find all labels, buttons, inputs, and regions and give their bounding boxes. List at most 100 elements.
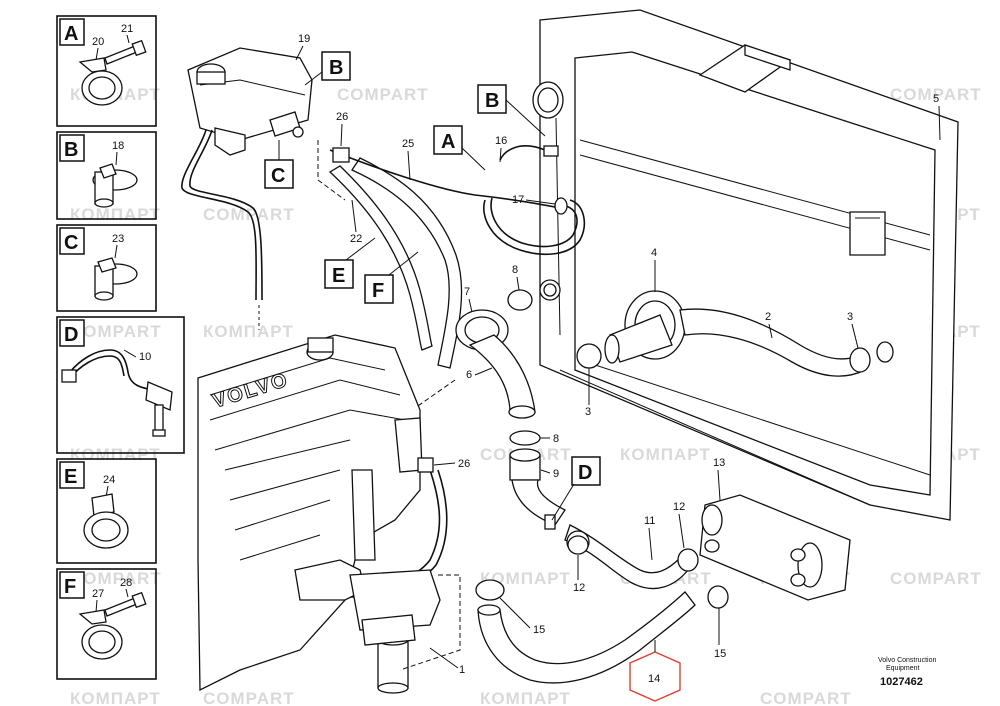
part-number: 26 <box>336 111 348 123</box>
callout-e: E <box>324 237 376 289</box>
part-number: 5 <box>933 93 939 105</box>
part-number: 12 <box>573 582 585 594</box>
svg-text:F: F <box>372 280 384 302</box>
hose-22 <box>328 165 433 351</box>
svg-text:B: B <box>485 90 499 112</box>
part-number: 10 <box>139 351 151 363</box>
part-number: 22 <box>350 233 362 245</box>
svg-text:B: B <box>329 57 343 79</box>
part-number: 2 <box>765 311 771 323</box>
part-number: 15 <box>533 624 545 636</box>
clamp-12-left <box>567 535 589 555</box>
watermark-text: КОМПАРТ <box>70 205 161 224</box>
part-number: 28 <box>120 577 132 589</box>
callout-c: C <box>264 140 294 189</box>
clamp-3-right <box>849 347 871 373</box>
part-number: 12 <box>673 501 685 513</box>
brand-line2: Equipment <box>886 665 920 672</box>
watermark-text: COMPART <box>760 689 852 706</box>
svg-text:D: D <box>578 462 592 484</box>
watermark-text: КОМПАРТ <box>480 569 571 588</box>
watermark-text: COMPART <box>203 205 295 224</box>
svg-text:E: E <box>332 265 345 287</box>
watermark-text: КОМПАРТ <box>70 445 161 464</box>
footer: Volvo Construction Equipment 1027462 <box>878 657 936 688</box>
hose-6 <box>455 309 536 419</box>
clamp-15-left <box>475 579 505 601</box>
part-number: 15 <box>714 648 726 660</box>
callout-14-hex <box>629 651 681 702</box>
part-number: 24 <box>103 474 115 486</box>
part-labels: 19 26 25 16 17 22 5 4 2 3 3 8 7 6 8 9 26 <box>295 33 941 685</box>
radiator <box>532 9 959 521</box>
inset-d: D 10 <box>56 316 185 454</box>
watermark-text: КОМПАРТ <box>70 689 161 706</box>
watermark-text: КОМПАРТ <box>203 322 294 341</box>
clip-26-lower <box>417 457 434 473</box>
hose-14 <box>477 591 696 684</box>
svg-text:A: A <box>441 131 455 153</box>
part-number: 13 <box>713 457 725 469</box>
hose-16 <box>329 145 586 256</box>
inset-f: F 27 28 <box>56 568 157 680</box>
svg-text:C: C <box>271 165 285 187</box>
inset-e: E 24 <box>56 458 157 564</box>
engine-block: VOLVO <box>197 334 448 694</box>
inset-letter: C <box>64 232 78 254</box>
part-number: 26 <box>458 458 470 470</box>
callout-f: F <box>364 251 419 304</box>
watermark-text: COMPART <box>203 689 295 706</box>
watermark-text: КОМПАРТ <box>480 689 571 706</box>
inset-letter: B <box>64 139 78 161</box>
hose-25 <box>351 157 463 369</box>
part-number: 19 <box>298 33 310 45</box>
watermark-text: COMPART <box>70 322 162 341</box>
part-number: 27 <box>92 588 104 600</box>
callout-a: A <box>433 125 486 171</box>
inset-b: B 18 <box>56 131 157 220</box>
callout-b-top: B <box>304 51 351 86</box>
inset-a: A 20 21 <box>56 15 157 127</box>
watermark-text: COMPART <box>890 85 982 104</box>
part-number: 14 <box>648 673 660 685</box>
part-number: 1 <box>459 664 465 676</box>
part-number: 6 <box>466 369 472 381</box>
clamp-8-upper <box>507 279 561 311</box>
part-number: 3 <box>847 311 853 323</box>
watermark-text: COMPART <box>890 569 982 588</box>
part-number: 18 <box>112 140 124 152</box>
part-number: 3 <box>585 406 591 418</box>
watermark-text: КОМПАРТ <box>620 445 711 464</box>
oil-cooler <box>699 494 851 601</box>
part-number: 4 <box>651 247 657 259</box>
inset-letter: E <box>64 466 77 488</box>
expansion-tank <box>181 47 313 330</box>
part-number: 9 <box>553 468 559 480</box>
pipe-9 <box>509 430 566 530</box>
part-number: 25 <box>402 138 414 150</box>
callout-b-mid: B <box>477 84 546 137</box>
clamp-15-right <box>707 585 729 609</box>
inset-letter: D <box>64 324 78 346</box>
part-number: 23 <box>112 233 124 245</box>
part-number: 16 <box>495 135 507 147</box>
inset-letter: A <box>64 23 78 45</box>
part-number: 8 <box>553 433 559 445</box>
callout-d: D <box>551 456 601 521</box>
clamp-3-left <box>576 343 602 369</box>
doc-number: 1027462 <box>880 676 923 688</box>
watermark-text: COMPART <box>70 569 162 588</box>
part-number: 11 <box>644 515 655 527</box>
inset-letter: F <box>64 576 76 598</box>
part-number: 7 <box>464 286 470 298</box>
hose-11 <box>564 524 689 590</box>
part-number: 17 <box>512 194 524 206</box>
part-number: 8 <box>512 264 518 276</box>
clip-26-top <box>332 147 350 163</box>
brand-line1: Volvo Construction <box>878 657 936 664</box>
inset-c: C 23 <box>56 224 157 312</box>
hose-2 <box>604 290 894 377</box>
part-number: 21 <box>121 23 133 35</box>
watermark-text: COMPART <box>337 85 429 104</box>
